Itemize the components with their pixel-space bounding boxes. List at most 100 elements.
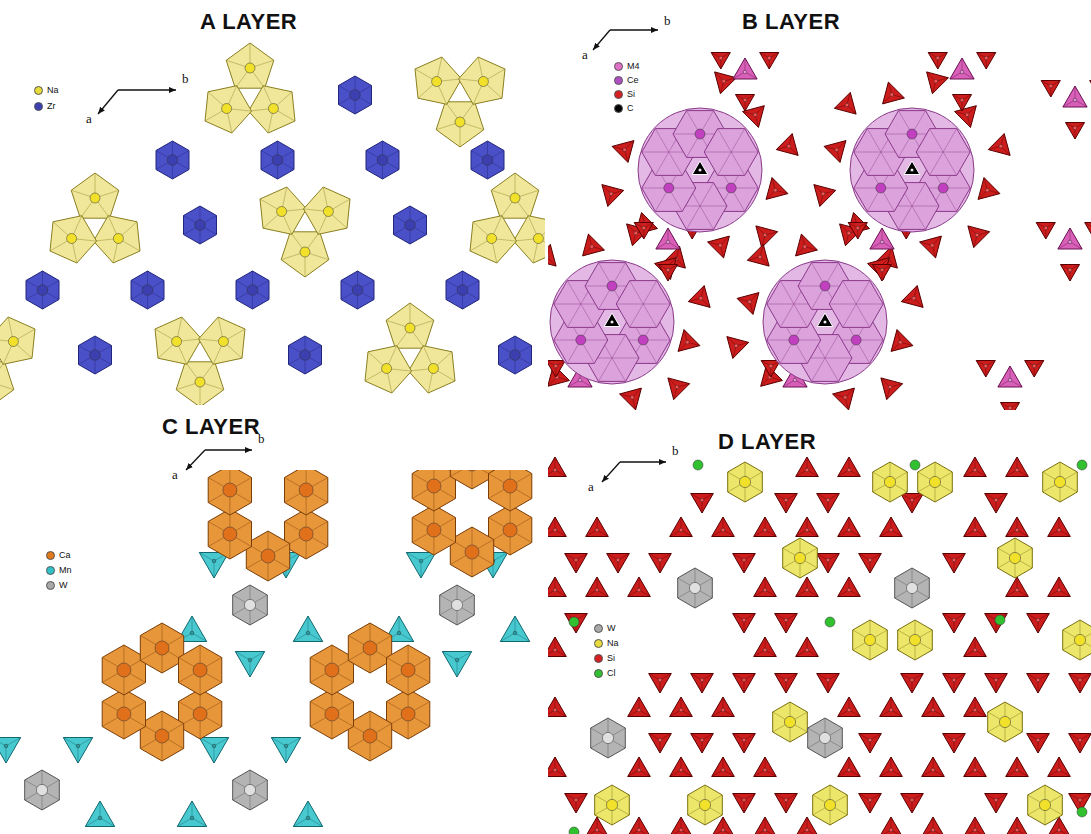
tetrahedron — [586, 577, 609, 597]
na-octahedron — [773, 702, 808, 742]
legend-text: Ca — [59, 551, 71, 560]
polyhedron-edge — [1010, 380, 1022, 387]
ca-octahedron — [140, 623, 183, 673]
tetrahedron — [928, 53, 947, 70]
w-octahedron — [808, 718, 843, 758]
polyhedron-edge — [843, 304, 857, 327]
tetrahedron — [737, 293, 759, 315]
tetrahedron — [293, 801, 322, 827]
tetrahedron — [1048, 757, 1071, 777]
panel-title: A LAYER — [200, 10, 297, 34]
polyhedron-edge — [457, 652, 472, 661]
ce-cluster — [638, 108, 762, 232]
atom-ball — [748, 300, 752, 304]
zr-octahedron — [289, 336, 322, 374]
polyhedron-edge — [870, 242, 882, 249]
legend-entry: Si — [614, 90, 635, 99]
polyhedron-edge — [916, 152, 943, 153]
ca-octahedron — [179, 689, 222, 739]
cl-atom — [995, 615, 1005, 625]
atom-ball — [889, 828, 893, 832]
tetrahedron — [1069, 734, 1091, 754]
tetrahedron — [796, 637, 819, 657]
atom-ball — [155, 641, 169, 655]
legend-text: W — [59, 581, 68, 590]
atom-ball — [482, 155, 493, 166]
atom-ball — [721, 708, 725, 712]
atom-ball — [722, 79, 726, 83]
atom-ball — [363, 729, 377, 743]
na-octahedron — [595, 785, 630, 825]
polyhedron-edge — [1070, 228, 1071, 242]
polyhedron-edge — [286, 746, 287, 763]
atom-ball — [803, 245, 807, 249]
atom-ball — [845, 103, 849, 107]
tetrahedron — [235, 652, 264, 678]
tetrahedron — [859, 794, 882, 814]
tetrahedron — [670, 817, 693, 834]
atom-ball — [984, 364, 988, 368]
atom-ball — [457, 285, 468, 296]
atom-ball — [805, 588, 809, 592]
na-octahedron — [1063, 620, 1091, 660]
na-octahedron — [853, 620, 888, 660]
atom-ball — [401, 707, 415, 721]
atom-ball — [805, 828, 809, 832]
ca-octahedron — [450, 470, 493, 489]
na-atom — [487, 234, 497, 244]
atom-ball — [1057, 528, 1061, 532]
atom-ball — [856, 226, 860, 230]
atom-ball — [973, 648, 977, 652]
w-octahedron — [233, 585, 268, 625]
legend-entry: Na — [594, 639, 619, 648]
atom-ball — [973, 768, 977, 772]
atom-ball — [960, 98, 964, 102]
tetrahedron — [920, 236, 942, 258]
atom-ball — [76, 744, 80, 748]
na-polyhedron — [226, 43, 274, 88]
zr-octahedron — [261, 141, 294, 179]
na-atom — [382, 364, 392, 374]
polyhedron-edge — [286, 738, 301, 747]
tetrahedron — [628, 757, 651, 777]
atom-ball — [889, 708, 893, 712]
polyhedron-edge — [812, 358, 826, 381]
atom-ball — [325, 707, 339, 721]
w-octahedron — [591, 718, 626, 758]
tetrahedron — [838, 457, 861, 477]
tetrahedron — [964, 517, 987, 537]
tetrahedron — [814, 185, 836, 207]
atom-ball — [212, 744, 216, 748]
atom-ball — [1068, 268, 1072, 272]
ca-octahedron — [208, 470, 251, 515]
axis-arrows — [98, 30, 666, 482]
polyhedron-edge — [308, 616, 309, 633]
tetrahedron — [656, 228, 680, 249]
polyhedron-edge — [668, 242, 680, 249]
w-octahedron — [678, 568, 713, 608]
tetrahedron — [688, 286, 710, 308]
atom-ball — [973, 708, 977, 712]
tetrahedron — [870, 228, 894, 249]
tetrahedron — [1048, 577, 1071, 597]
tetrahedron — [548, 757, 566, 777]
tetrahedron — [733, 614, 756, 634]
polyhedron-edge — [612, 358, 639, 359]
atom-ball — [984, 56, 988, 60]
atom-ball — [821, 192, 825, 196]
tetrahedron — [824, 141, 846, 163]
tetrahedron — [727, 337, 749, 359]
ce-atom — [576, 335, 586, 345]
na-polyhedron — [514, 216, 546, 263]
zr-octahedron — [236, 271, 269, 309]
polyhedron-edge — [794, 304, 808, 327]
tetrahedron — [586, 517, 609, 537]
atom-ball — [1049, 84, 1053, 88]
atom-ball — [630, 396, 634, 400]
legend-text: C — [627, 104, 634, 113]
polyhedron-edge — [950, 72, 962, 79]
atom-ball — [910, 498, 914, 502]
atom-ball — [602, 732, 613, 743]
tetrahedron — [668, 378, 690, 400]
axis-label: a — [588, 480, 594, 494]
